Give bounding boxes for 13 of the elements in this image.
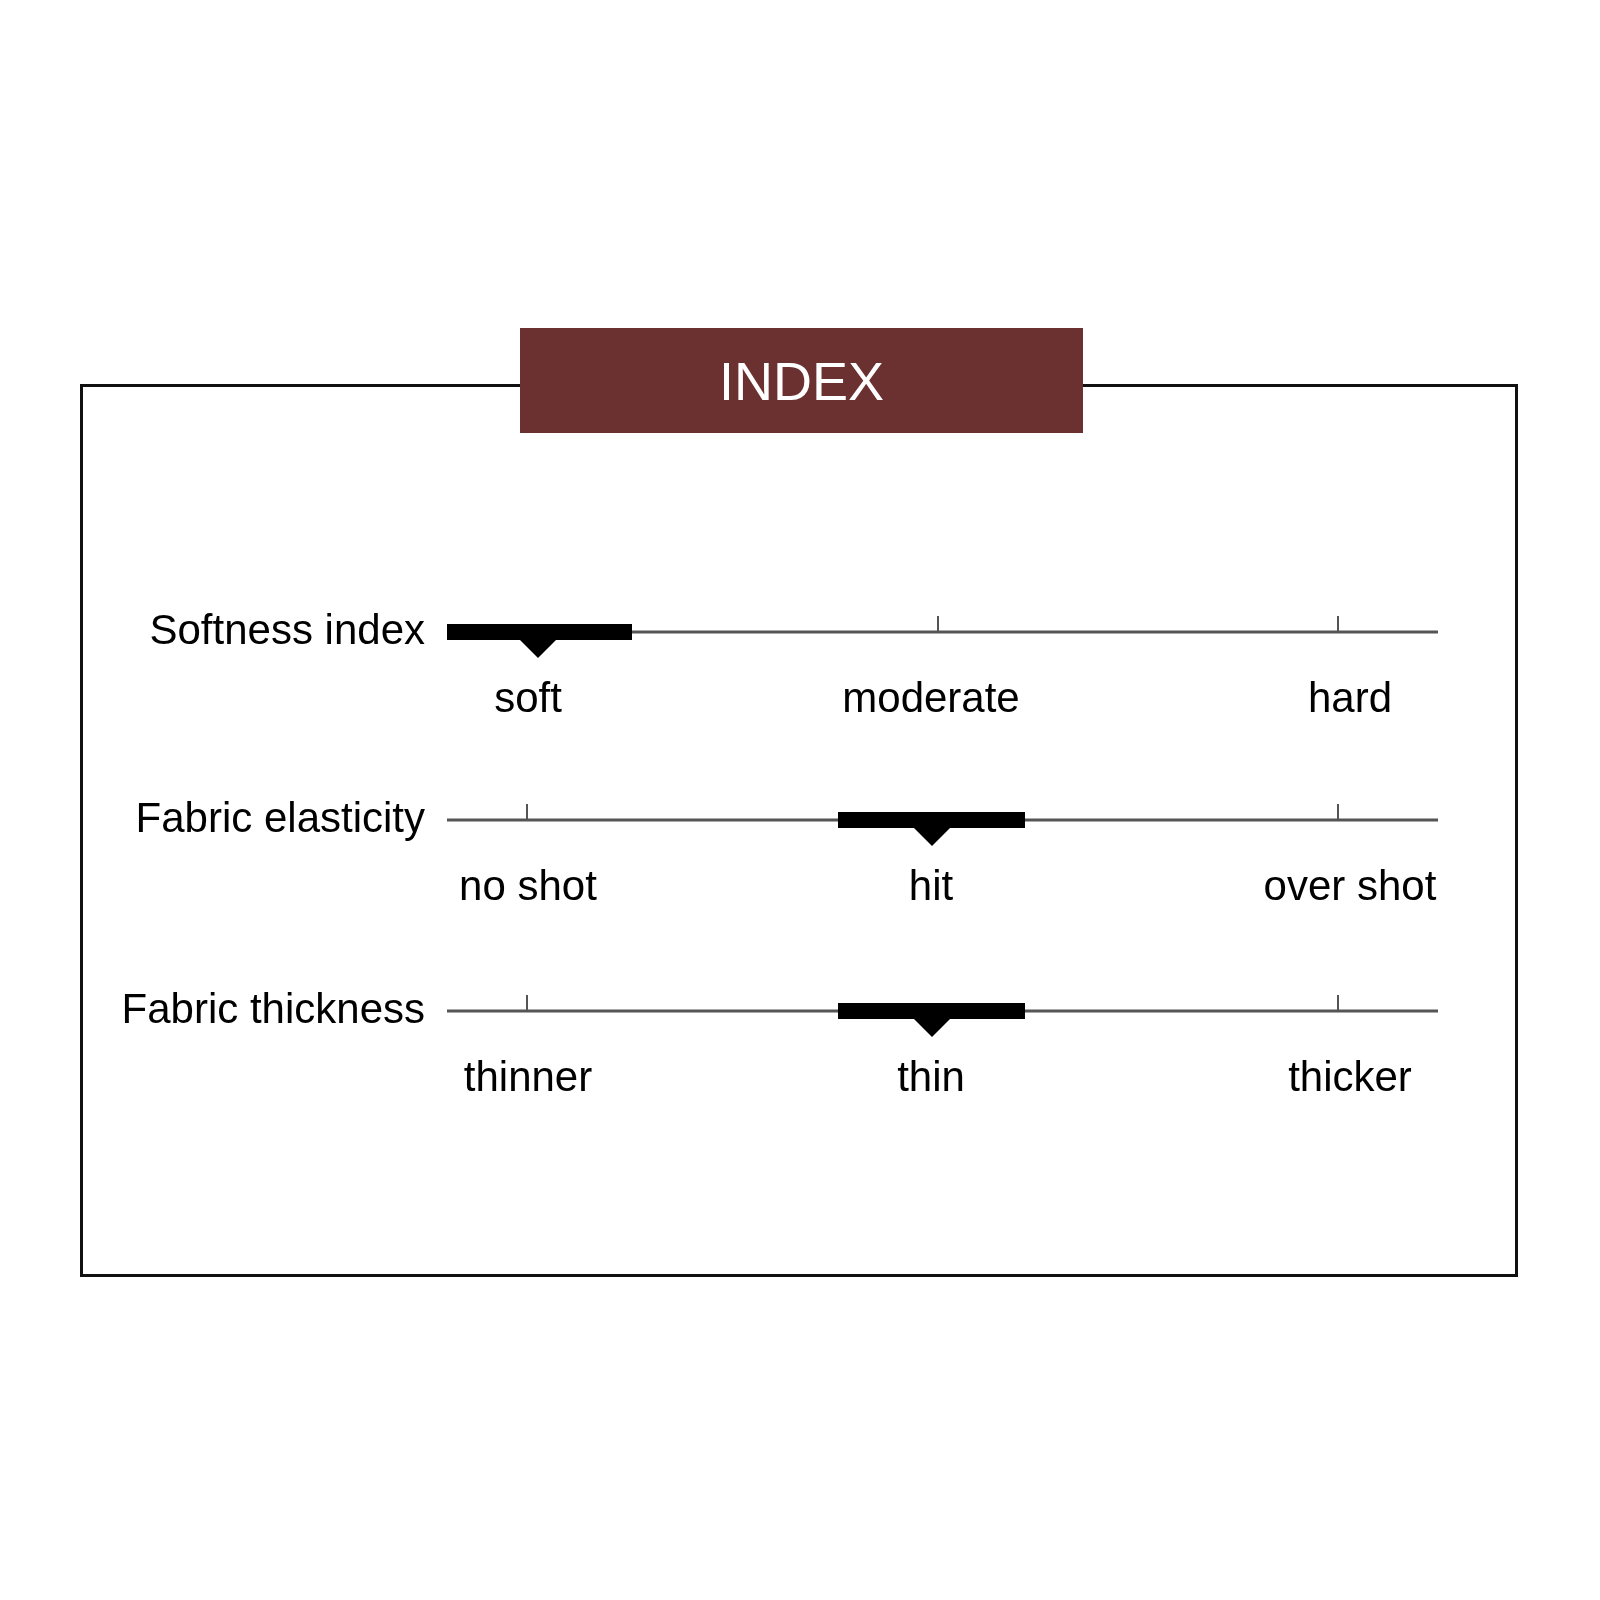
scale-label: thinner <box>462 1053 594 1101</box>
row-label: Softness index <box>148 606 425 654</box>
title-banner: INDEX <box>520 328 1083 433</box>
scale-label: thin <box>896 1053 966 1101</box>
scale-label: hard <box>1306 674 1394 722</box>
scale-label: no shot <box>458 862 598 910</box>
row-label: Fabric elasticity <box>134 794 425 842</box>
scale-label: over shot <box>1262 862 1438 910</box>
scale-label: hit <box>907 862 955 910</box>
scale-label: moderate <box>841 674 1021 722</box>
row-label: Fabric thickness <box>120 985 425 1033</box>
scale-label: thicker <box>1287 1053 1413 1101</box>
scale-label: soft <box>493 674 563 722</box>
